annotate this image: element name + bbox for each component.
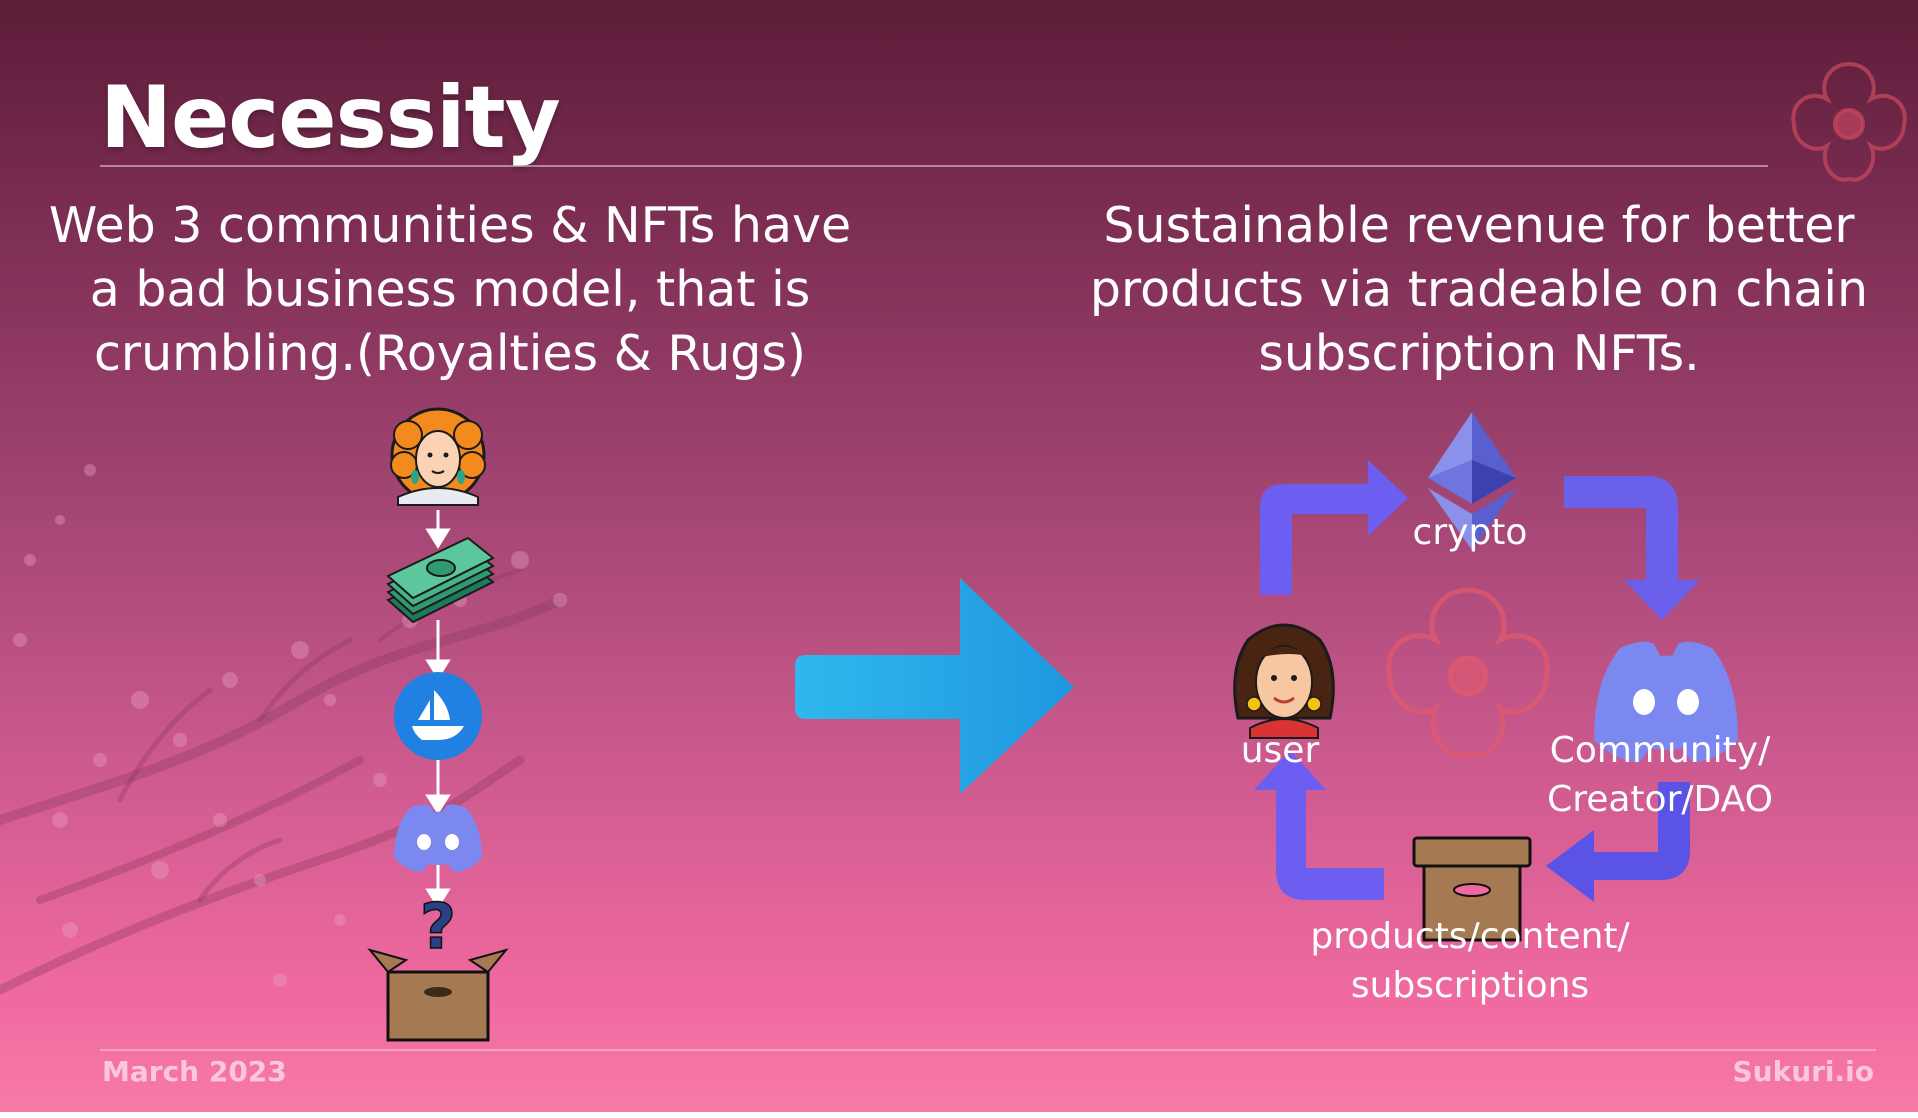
big-arrow-icon (795, 578, 1074, 794)
mystery-box-icon: ? (367, 889, 509, 1042)
footer-brand: Sukuri.io (1732, 1055, 1874, 1088)
blossom-dots (13, 464, 567, 987)
left-statement-line: Web 3 communities & NFTs have (48, 197, 852, 254)
products-label: products/content/ subscriptions (1290, 912, 1650, 1010)
footer-divider (100, 1049, 1876, 1051)
woman-avatar-icon (390, 407, 486, 506)
bottom-strip (0, 1112, 1918, 1118)
discord-logo-icon (1594, 641, 1738, 762)
right-statement-line: subscription NFTs. (1258, 325, 1700, 382)
products-label-line: subscriptions (1350, 965, 1590, 1006)
right-statement-line: Sustainable revenue for better (1103, 197, 1855, 254)
community-label: Community/ Creator/DAO (1540, 726, 1780, 824)
left-flow: ? (367, 407, 509, 1042)
sakura-flower-icon (1386, 587, 1550, 758)
community-label-line: Creator/DAO (1547, 779, 1773, 820)
ethereum-icon (1428, 412, 1516, 550)
left-statement-line: a bad business model, that is (89, 261, 811, 318)
user-label: user (1240, 730, 1320, 771)
cherry-branch (0, 568, 565, 995)
left-statement: Web 3 communities & NFTs have a bad busi… (0, 194, 900, 386)
woman-avatar-icon (1233, 623, 1335, 739)
opensea-logo-icon (394, 672, 482, 760)
cash-stack-icon (386, 536, 495, 624)
left-statement-line: crumbling.(Royalties & Rugs) (93, 325, 807, 382)
sakura-logo-icon (1791, 61, 1907, 182)
community-label-line: Community/ (1549, 730, 1771, 771)
discord-logo-icon (394, 804, 482, 872)
title-divider (100, 165, 1768, 167)
right-statement: Sustainable revenue for better products … (1000, 194, 1918, 386)
crypto-label: crypto (1412, 512, 1528, 553)
right-statement-line: products via tradeable on chain (1089, 261, 1869, 318)
page-title: Necessity (100, 68, 561, 168)
cycle-diagram (1233, 412, 1738, 942)
footer-date: March 2023 (102, 1055, 287, 1088)
box-icon (1412, 836, 1532, 942)
svg-text:?: ? (420, 890, 456, 963)
products-label-line: products/content/ (1310, 916, 1630, 957)
